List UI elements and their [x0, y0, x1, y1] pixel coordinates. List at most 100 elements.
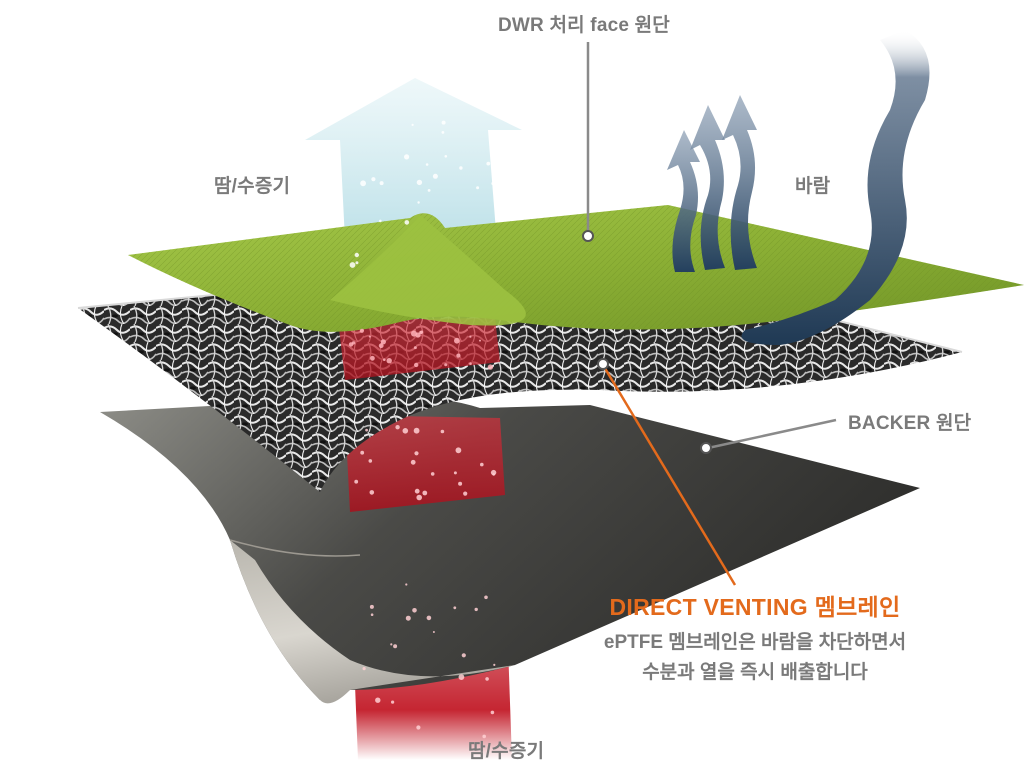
droplet	[417, 201, 420, 204]
droplet	[453, 606, 457, 610]
droplet	[383, 358, 386, 362]
droplet	[432, 631, 435, 633]
backer-curl	[230, 540, 515, 704]
droplet	[368, 459, 373, 463]
droplet	[349, 262, 356, 268]
droplet	[469, 362, 472, 366]
droplet	[395, 425, 400, 430]
membrane-leader-line	[601, 364, 737, 586]
droplet	[480, 462, 484, 467]
sweat-vapor-label-top: 땀/수증기	[214, 176, 291, 197]
droplet	[354, 479, 359, 484]
droplet	[393, 644, 398, 649]
callout-line-2: 수분과 열을 즉시 배출합니다	[642, 662, 868, 683]
droplet	[386, 358, 392, 364]
membrane-callout: DIRECT VENTING 멤브레인 ePTFE 멤브레인은 바람을 차단하면…	[545, 588, 965, 688]
droplet	[414, 362, 419, 368]
droplet-particles	[348, 120, 497, 739]
droplet	[459, 166, 463, 170]
droplet	[486, 161, 491, 166]
droplet	[484, 595, 488, 600]
droplet	[402, 428, 409, 434]
droplet	[365, 428, 368, 432]
droplet	[444, 363, 448, 367]
droplet	[444, 155, 448, 158]
droplet	[404, 220, 410, 225]
droplet	[456, 353, 461, 358]
droplet	[415, 332, 421, 338]
droplet	[414, 451, 419, 456]
droplet	[476, 186, 480, 190]
droplet	[430, 472, 435, 476]
dwr-face-label: DWR 처리 face 원단	[498, 15, 670, 36]
membrane-leader-dot	[597, 358, 609, 370]
droplet	[490, 710, 495, 715]
droplet	[371, 177, 376, 182]
droplet	[416, 179, 423, 186]
droplet	[380, 339, 386, 345]
droplet	[379, 219, 382, 223]
droplet	[441, 131, 445, 134]
droplet	[412, 608, 417, 613]
droplet	[413, 346, 417, 350]
wind-arrows-icon	[667, 95, 757, 272]
droplet	[425, 163, 429, 166]
droplet	[390, 643, 393, 646]
droplet	[453, 471, 457, 475]
heat-column-top	[338, 318, 500, 380]
droplet	[432, 173, 438, 179]
droplet	[482, 734, 487, 739]
sweat-vapor-label-bottom: 땀/수증기	[468, 741, 545, 762]
droplet	[360, 450, 365, 455]
droplet	[354, 252, 359, 258]
droplet	[422, 490, 428, 496]
droplet	[427, 189, 431, 192]
droplet	[405, 615, 411, 621]
droplet	[391, 700, 395, 704]
backer-leader-line	[707, 418, 837, 450]
droplet	[441, 120, 446, 125]
droplet	[414, 488, 420, 494]
droplet	[405, 583, 408, 586]
droplet	[360, 180, 366, 187]
droplet	[413, 427, 420, 434]
droplet	[370, 355, 375, 361]
droplet	[416, 494, 423, 501]
wind-label: 바람	[795, 176, 831, 197]
droplet	[474, 607, 478, 612]
droplet	[419, 330, 423, 335]
droplet	[490, 469, 497, 476]
droplet	[355, 261, 359, 265]
droplet	[492, 473, 496, 476]
droplet	[369, 604, 374, 609]
dwr-leader-dot	[582, 230, 594, 242]
droplet	[454, 337, 460, 344]
droplet	[491, 182, 495, 185]
droplet	[458, 674, 465, 680]
droplet	[416, 725, 421, 730]
droplet	[411, 123, 414, 126]
membrane-layer	[78, 290, 962, 492]
droplet	[426, 615, 432, 621]
droplet	[485, 677, 489, 681]
droplet	[362, 667, 366, 671]
droplet	[463, 491, 468, 496]
droplet	[455, 447, 462, 454]
droplet	[370, 613, 374, 616]
droplet	[375, 697, 381, 703]
heat-column-middle	[345, 415, 505, 512]
droplet	[359, 328, 364, 333]
droplet	[368, 335, 371, 338]
droplet	[458, 481, 463, 486]
backer-label: BACKER 원단	[848, 413, 972, 434]
droplet	[487, 364, 494, 370]
droplet	[378, 343, 384, 349]
droplet	[479, 339, 481, 342]
callout-line-1: ePTFE 멤브레인은 바람을 차단하면서	[603, 632, 907, 653]
droplet	[440, 429, 445, 434]
droplet	[379, 181, 384, 186]
droplet	[404, 154, 410, 160]
backer-leader-dot	[700, 442, 712, 454]
